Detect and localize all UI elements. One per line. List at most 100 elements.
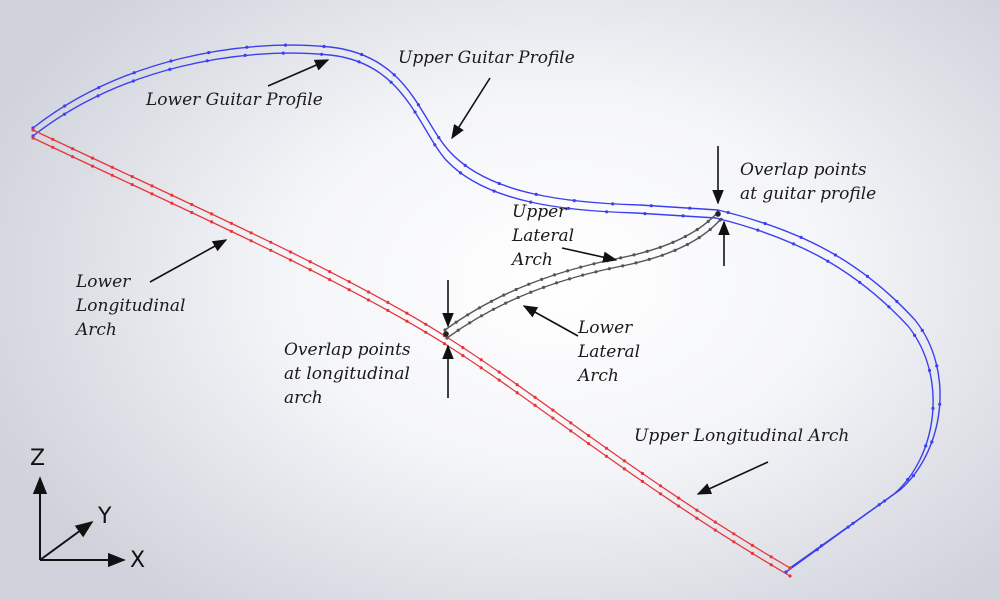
curve-node [288,250,293,254]
lower-longitudinal-label-line1: Lower [76,272,131,292]
curve-node [51,145,55,149]
upper-guitar-profile-label: Upper Guitar Profile [398,48,575,68]
curve-node [392,73,396,77]
z-axis-label: Z [30,446,46,471]
curve-node [895,299,899,304]
curve-node [622,459,627,463]
curve-node [405,319,409,323]
upper-longitudinal-arch-label: Upper Longitudinal Arch [634,426,850,446]
curve-node [643,212,647,216]
lower-longitudinal-arch-curve [32,137,791,577]
curve-node [677,496,681,500]
curve-node [249,231,253,235]
curve-node [132,71,136,75]
curve-node [769,555,773,559]
curve-node [587,434,591,438]
curve-node [130,175,134,179]
curve-node [413,110,417,114]
curve-node [566,269,570,273]
curve-node [527,282,531,286]
curve-node [911,474,916,478]
lower-lateral-arch-label: Lower Lateral Arch [578,316,640,388]
curve-node [607,267,611,271]
curve-node [920,328,924,332]
curve-node [529,290,533,294]
curve-node [190,210,194,215]
curve-node [685,242,690,247]
curve-node [357,60,361,64]
curve-node [62,112,67,116]
curve-node [502,293,506,297]
curve-node [437,136,441,140]
curve-node [931,406,935,410]
curve-node [935,364,939,368]
curve-node [763,221,767,226]
curve-node [815,548,819,552]
curve-node [405,311,409,315]
curve-node [732,532,736,536]
curve-node [243,53,247,58]
curve-node [681,214,685,218]
curve-node [477,306,482,310]
curve-node [515,383,519,387]
lower-lateral-label-line3: Arch [578,366,619,386]
curve-node [497,181,501,186]
curve-node [320,52,324,56]
curve-node [131,79,135,83]
curve-node [534,192,538,196]
x-axis-label: X [130,548,146,573]
curve-node [456,328,460,332]
curve-node [568,277,572,281]
curve-node [466,313,470,317]
curve-node [328,270,332,274]
curve-node [90,164,95,168]
upper-longitudinal-arch-curve [32,129,791,569]
upper-lateral-arch-label: Upper Lateral Arch [512,200,574,272]
curve-node [443,328,447,332]
curve-node [551,408,555,412]
curve-node [551,416,555,420]
curve-node [611,202,615,206]
curve-node [249,239,253,243]
overlap-guitar-label-line1: Overlap points [740,160,867,180]
curve-node [229,229,233,233]
curve-node [386,300,390,304]
annotation-arrows [149,59,769,495]
curve-node [347,288,351,292]
curve-node [360,52,364,57]
curve-node [110,173,114,177]
upper-lateral-arch-curve [444,211,719,331]
curve-node [328,278,332,282]
overlap-longitudinal-label-line3: arch [284,388,323,408]
curve-node [658,484,663,488]
curve-node [170,201,174,205]
curve-node [130,183,134,187]
lower-longitudinal-arch-label: Lower Longitudinal Arch [76,270,185,342]
lower-lateral-label-line2: Lateral [578,342,641,362]
upper-lateral-label-line1: Upper [512,202,567,222]
curve-node [424,330,428,334]
curve-node [461,346,465,350]
upper-lateral-label-line2: Lateral [512,226,575,246]
curve-node [906,477,910,482]
curve-node [688,206,692,210]
curve-node [671,240,675,244]
lower-guitar-profile-curve [32,52,934,573]
curve-node [424,322,428,326]
curve-node [542,285,546,289]
curve-node [442,342,447,346]
curve-node [479,314,484,318]
curve-node [677,504,681,508]
curve-node [640,471,645,475]
curve-node [622,467,627,471]
curve-node [205,59,209,63]
overlap-point-longitudinal [443,331,449,337]
curve-node [433,143,437,147]
y-axis-label: Y [98,504,112,529]
curve-node [784,570,788,574]
curve-node [366,290,371,294]
curve-node [605,259,609,263]
overlap-point-guitar [715,211,721,217]
upper-lateral-label-line3: Arch [512,250,553,270]
